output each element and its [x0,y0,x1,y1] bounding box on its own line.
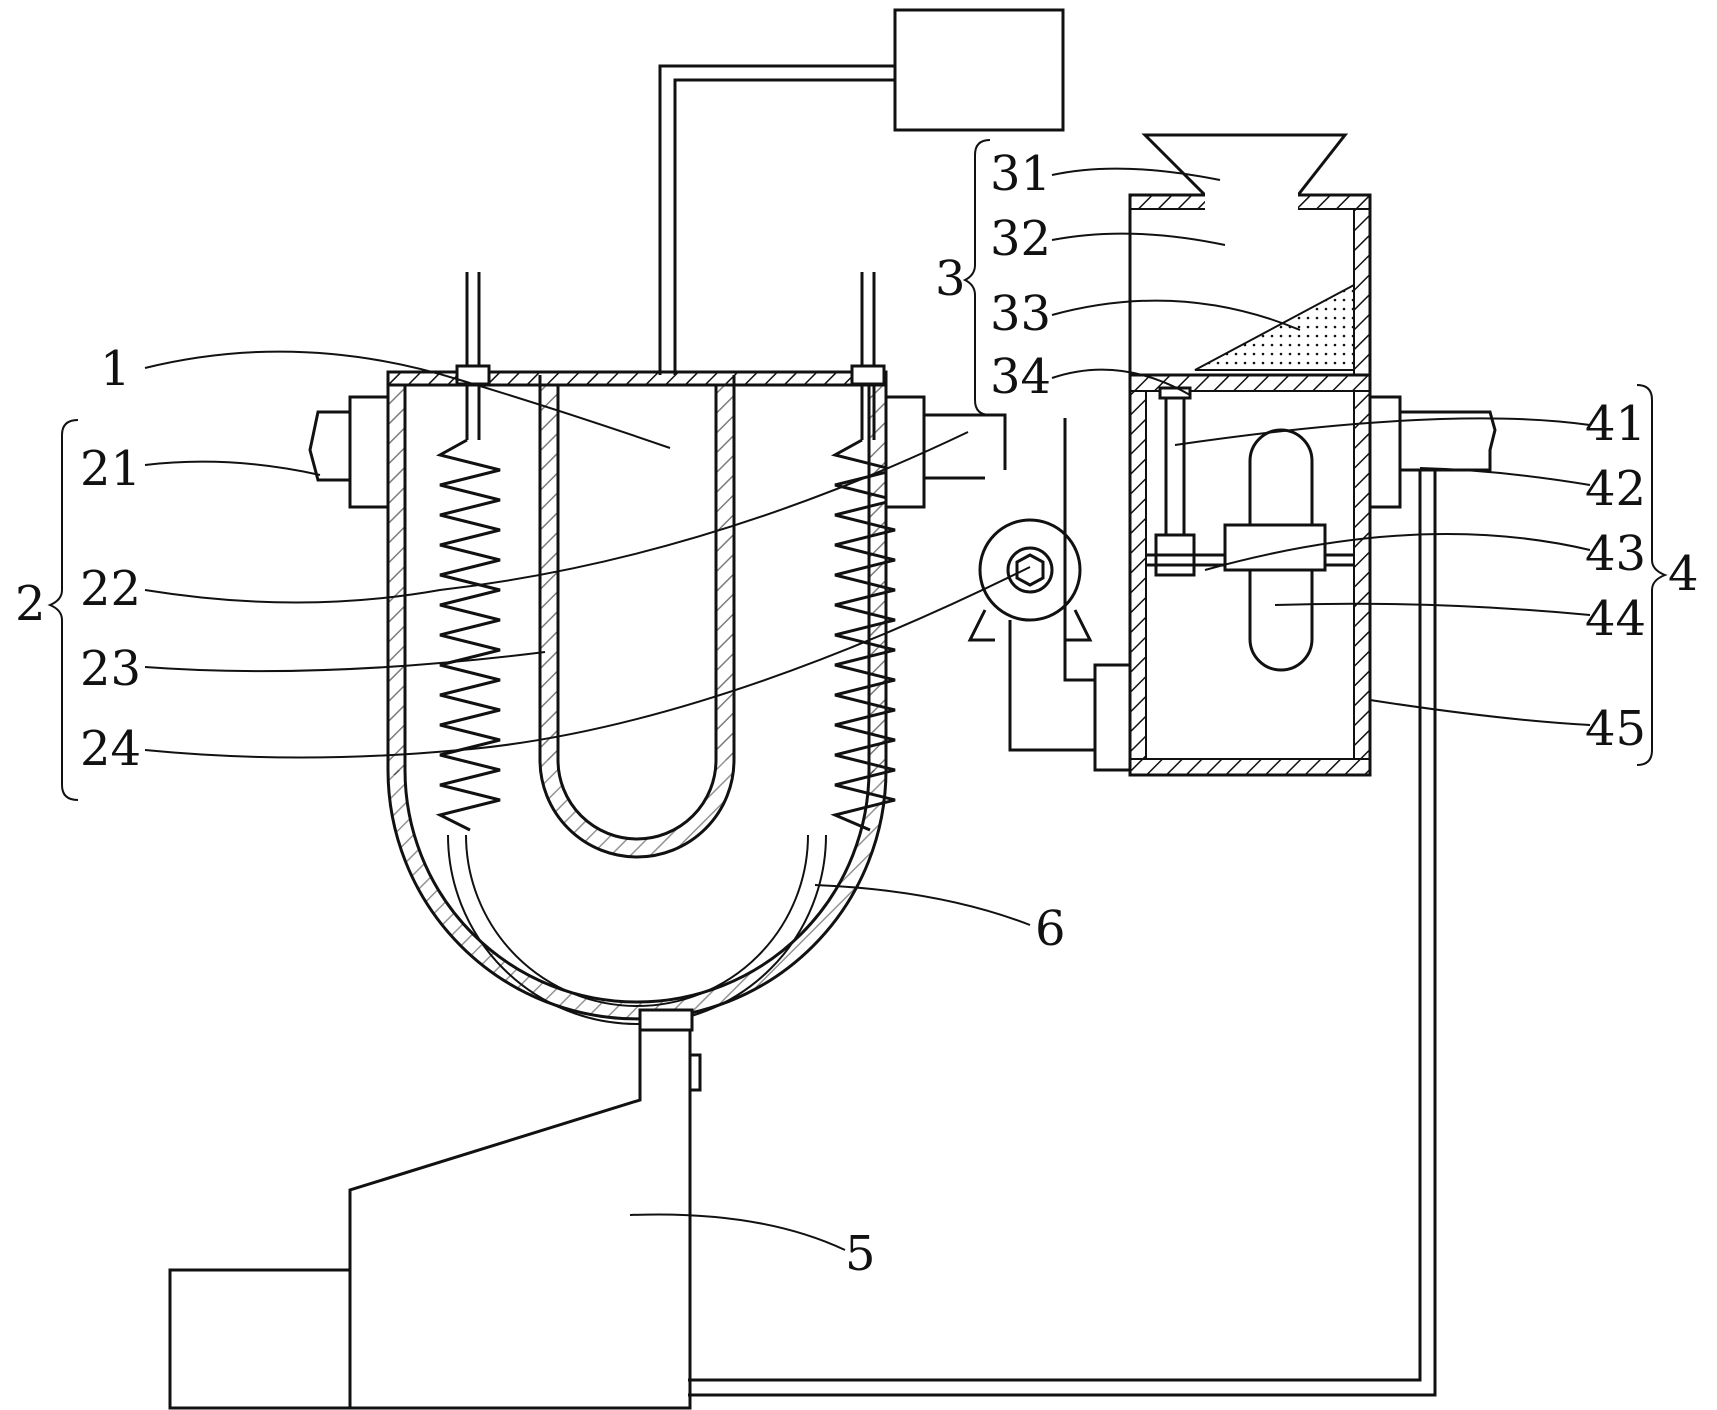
label-23: 23 [80,641,141,697]
top-pipe [658,64,895,375]
heating-rod-left [435,272,501,832]
label-32: 32 [990,211,1051,267]
brace-group-2 [47,419,79,801]
label-42: 42 [1585,461,1646,517]
label-45: 45 [1585,701,1646,757]
top-control-box [893,8,1065,132]
label-2: 2 [15,576,46,632]
label-44: 44 [1585,591,1646,647]
outlet-pipe [688,395,1497,1397]
hopper [1128,133,1372,377]
labels: 1 2 21 22 23 24 3 31 32 33 34 4 41 42 43… [15,146,1699,1282]
label-43: 43 [1585,526,1646,582]
label-6: 6 [1035,901,1066,957]
mixing-chamber [1128,373,1372,777]
label-5: 5 [845,1226,876,1282]
label-4: 4 [1668,546,1699,602]
label-3: 3 [935,251,966,307]
pump-assembly [924,413,1132,772]
label-22: 22 [80,561,141,617]
label-34: 34 [990,349,1051,405]
brace-group-4 [1636,384,1668,766]
label-24: 24 [80,721,141,777]
label-41: 41 [1585,396,1646,452]
left-motor [308,395,390,509]
label-21: 21 [80,441,141,497]
leader-lines [144,167,1591,1251]
right-flange [884,395,926,509]
label-1: 1 [100,341,131,397]
label-31: 31 [990,146,1051,202]
base-unit [168,1030,702,1410]
heating-rod-right [830,272,896,832]
label-33: 33 [990,286,1051,342]
brace-group-3 [962,139,991,416]
